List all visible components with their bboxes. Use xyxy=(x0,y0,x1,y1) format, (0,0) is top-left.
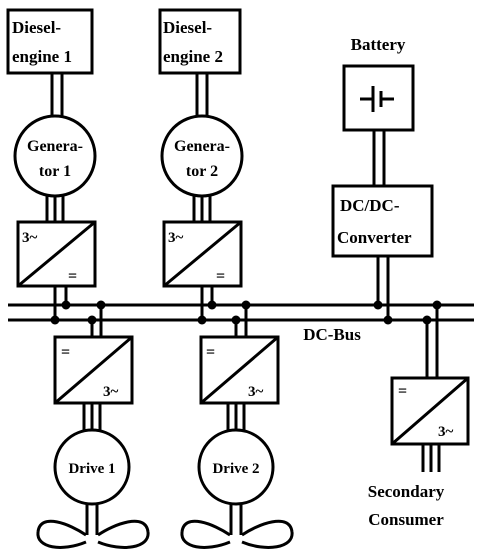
dc-bus xyxy=(8,303,474,322)
inverter-2: = 3~ xyxy=(199,335,280,405)
battery xyxy=(342,64,415,132)
propeller-2-icon xyxy=(180,519,294,549)
rectifier-2-ac-symbol: 3~ xyxy=(168,230,184,246)
rectifier-2: 3~ = xyxy=(162,220,243,288)
generator-1: Genera- tor 1 xyxy=(13,114,97,198)
generator-2-label-line2: tor 2 xyxy=(186,163,218,180)
inverter-1-dc-symbol: = xyxy=(61,344,70,361)
diesel-engine-2: Diesel- engine 2 xyxy=(158,8,242,75)
junction-dot xyxy=(241,300,251,310)
drive-1-shaft xyxy=(85,504,99,535)
junction-dot xyxy=(373,300,383,310)
rectifier-1-dc-symbol: = xyxy=(68,268,77,285)
generator-2-label-line1: Genera- xyxy=(174,138,230,155)
diesel-engine-2-label-line2: engine 2 xyxy=(163,47,223,66)
drive-1-label: Drive 1 xyxy=(68,461,115,477)
inverter-3-dc-symbol: = xyxy=(398,383,407,400)
dcdc-converter: DC/DC- Converter xyxy=(331,184,434,258)
drive-2: Drive 2 xyxy=(197,428,275,506)
junction-dot xyxy=(96,300,106,310)
secondary-consumer-label-line1: Secondary xyxy=(368,482,445,501)
propeller-1-icon xyxy=(36,519,150,549)
inverter-2-ac-symbol: 3~ xyxy=(248,384,264,400)
diesel-engine-1-label-line1: Diesel- xyxy=(12,18,61,37)
secondary-consumer-output-lines xyxy=(421,444,441,472)
inverter-1-ac-lines xyxy=(82,403,102,430)
battery-lines xyxy=(372,130,386,186)
generator-2-ac-lines xyxy=(192,196,212,222)
diesel-engine-1-label-line2: engine 1 xyxy=(12,47,72,66)
junction-dots xyxy=(50,300,442,325)
generator-1-label-line1: Genera- xyxy=(27,138,83,155)
junction-dot xyxy=(231,315,241,325)
dcdc-converter-label-line2: Converter xyxy=(337,228,412,247)
drive-1: Drive 1 xyxy=(53,428,131,506)
junction-dot xyxy=(197,315,207,325)
engine-2-shaft xyxy=(195,73,209,118)
rectifier-2-dc-symbol: = xyxy=(216,268,225,285)
junction-dot xyxy=(61,300,71,310)
diesel-engine-1: Diesel- engine 1 xyxy=(6,8,94,75)
battery-symbol-icon xyxy=(360,86,394,112)
inverter-2-ac-lines xyxy=(226,403,246,430)
generator-1-ac-lines xyxy=(45,196,65,222)
inverter-3-dc-lines xyxy=(425,305,439,378)
secondary-consumer-label-line2: Consumer xyxy=(368,510,444,529)
junction-dot xyxy=(50,315,60,325)
inverter-3: = 3~ xyxy=(390,376,470,446)
drive-2-label: Drive 2 xyxy=(212,461,259,477)
generator-2: Genera- tor 2 xyxy=(160,114,244,198)
dcdc-converter-label-line1: DC/DC- xyxy=(340,196,400,215)
generator-1-label-line2: tor 1 xyxy=(39,163,71,180)
inverter-3-ac-symbol: 3~ xyxy=(438,424,454,440)
rectifier-1: 3~ = xyxy=(16,220,97,288)
junction-dot xyxy=(87,315,97,325)
dcdc-lines xyxy=(376,256,390,320)
drive-2-shaft xyxy=(229,504,243,535)
dc-bus-label: DC-Bus xyxy=(303,325,361,344)
battery-label: Battery xyxy=(351,35,406,54)
junction-dot xyxy=(383,315,393,325)
rectifier-1-ac-symbol: 3~ xyxy=(22,230,38,246)
junction-dot xyxy=(207,300,217,310)
inverter-2-dc-symbol: = xyxy=(206,344,215,361)
inverter-1-ac-symbol: 3~ xyxy=(103,384,119,400)
junction-dot xyxy=(422,315,432,325)
engine-1-shaft xyxy=(50,73,64,118)
junction-dot xyxy=(432,300,442,310)
diesel-engine-2-label-line1: Diesel- xyxy=(163,18,212,37)
inverter-1: = 3~ xyxy=(53,335,134,405)
